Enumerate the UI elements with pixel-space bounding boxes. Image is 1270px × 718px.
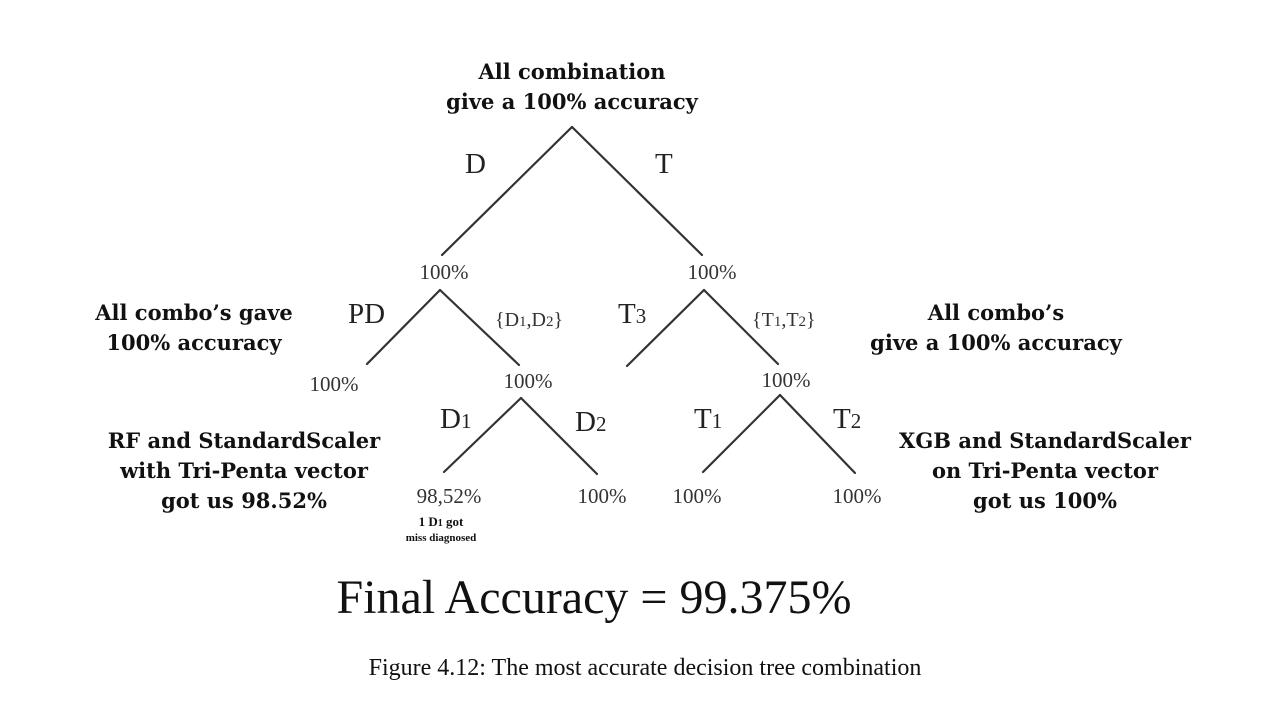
edge-d12-d2: [519, 396, 599, 476]
branch-label-d1d2: {D1,D2}: [495, 309, 564, 331]
figure-caption: Figure 4.12: The most accurate decision …: [368, 655, 922, 681]
d1-note-line-1: 1 D1 got: [418, 514, 464, 529]
left-note-1-line-1: All combo’s gave: [95, 300, 293, 325]
branch-label-d: D: [465, 148, 486, 180]
branch-label-t: T: [655, 148, 673, 180]
leaf-t1-value: 100%: [672, 484, 722, 508]
edge-d12-d1: [442, 396, 523, 474]
edge-d-d12: [438, 288, 521, 367]
left-note-2: RF and StandardScaler with Tri-Penta vec…: [108, 426, 380, 516]
edge-root-d: [440, 125, 574, 257]
branch-label-t2: T2: [833, 403, 862, 435]
right-note-1: All combo’s give a 100% accuracy: [870, 298, 1122, 358]
leaf-d1-value: 98,52%: [416, 484, 482, 508]
left-note-2-line-3: got us 98.52%: [161, 488, 327, 513]
edge-t-t12: [702, 288, 780, 366]
node-t-value: 100%: [687, 260, 737, 284]
left-note-1-line-2: 100% accuracy: [106, 330, 282, 355]
branch-label-t3: T3: [618, 298, 647, 330]
d1-note: 1 D1 got miss diagnosed: [406, 514, 477, 546]
leaf-d2-value: 100%: [577, 484, 627, 508]
right-note-1-line-2: give a 100% accuracy: [870, 330, 1122, 355]
root-note-line-2: give a 100% accuracy: [446, 89, 698, 114]
left-note-2-line-1: RF and StandardScaler: [107, 428, 381, 453]
final-accuracy: Final Accuracy = 99.375%: [336, 571, 852, 624]
branch-label-pd: PD: [348, 298, 386, 330]
edge-t12-t2: [778, 393, 857, 475]
d1-note-line-2: miss diagnosed: [405, 532, 477, 544]
branch-label-t1t2: {T1,T2}: [752, 309, 816, 331]
branch-label-d2: D2: [575, 406, 607, 438]
node-d-value: 100%: [419, 260, 469, 284]
left-note-2-line-2: with Tri-Penta vector: [120, 458, 368, 483]
edge-t12-t1: [701, 393, 782, 474]
right-note-2-line-3: got us 100%: [973, 488, 1117, 513]
right-note-2-line-2: on Tri-Penta vector: [931, 458, 1159, 483]
root-note-line-1: All combination: [478, 59, 666, 84]
left-note-1: All combo’s gave 100% accuracy: [95, 298, 293, 358]
right-note-1-line-1: All combo’s: [927, 300, 1065, 325]
leaf-t2-value: 100%: [832, 484, 882, 508]
node-t12-value: 100%: [761, 368, 811, 392]
branch-label-t1: T1: [694, 403, 723, 435]
right-note-2-line-1: XGB and StandardScaler: [899, 428, 1191, 453]
right-note-2: XGB and StandardScaler on Tri-Penta vect…: [899, 426, 1191, 516]
node-pd-value: 100%: [309, 372, 359, 396]
branch-label-d1: D1: [440, 403, 472, 435]
node-d12-value: 100%: [503, 369, 553, 393]
root-note: All combination give a 100% accuracy: [446, 57, 698, 117]
edge-d-pd: [365, 288, 442, 366]
edge-root-t: [570, 125, 704, 257]
edge-t-t3: [625, 288, 706, 368]
